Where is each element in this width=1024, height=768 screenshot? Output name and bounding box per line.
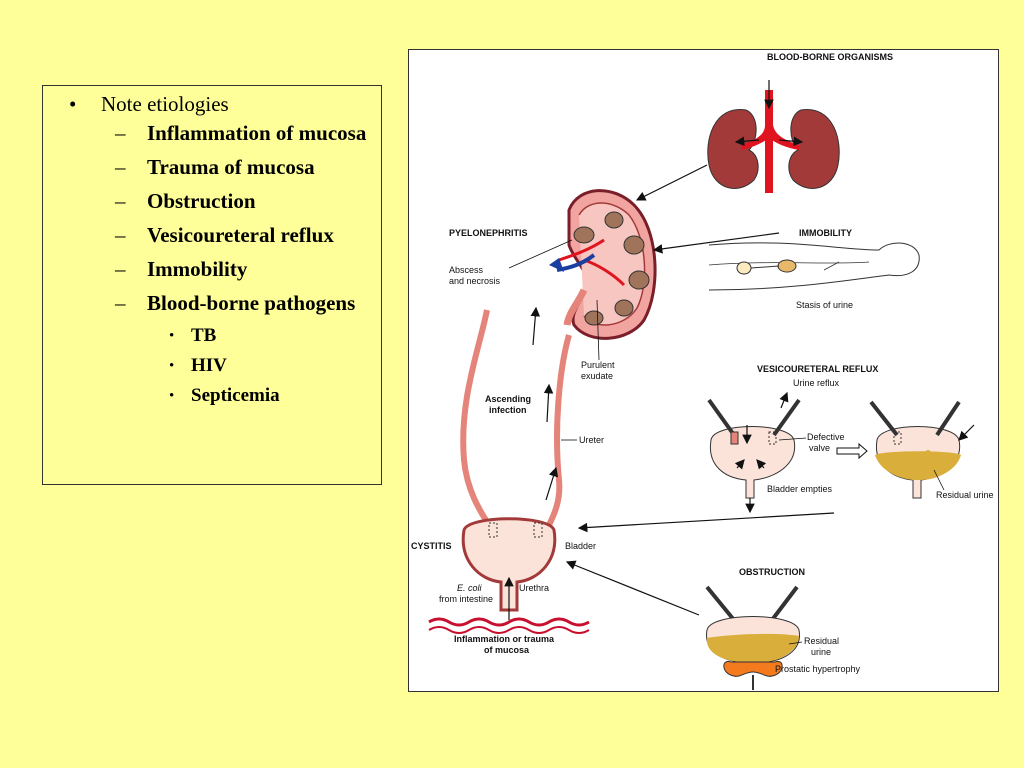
label-residual-urine: Residual urine <box>936 490 994 500</box>
reflux-arrow <box>836 442 868 460</box>
label-cystitis: CYSTITIS <box>411 541 452 551</box>
label-purulent-1: Purulent <box>581 360 615 370</box>
label-inflammation-1: Inflammation or trauma <box>454 634 555 644</box>
uti-diagram-panel: BLOOD-BORNE ORGANISMS PYELONEPHRITIS Abs… <box>408 49 999 692</box>
label-bladder: Bladder <box>565 541 596 551</box>
label-defective-2: valve <box>809 443 830 453</box>
label-obstruction: OBSTRUCTION <box>739 567 805 577</box>
bullet-item-immobility: – Immobility <box>115 257 248 281</box>
label-urethra: Urethra <box>519 583 549 593</box>
bullet-item-trauma: – Trauma of mucosa <box>115 155 315 179</box>
bullet-item-bloodborne: – Blood-borne pathogens <box>115 291 356 315</box>
cystitis-bladder <box>428 517 590 634</box>
uti-diagram: BLOOD-BORNE ORGANISMS PYELONEPHRITIS Abs… <box>411 52 994 690</box>
label-residual-2: urine <box>811 647 831 657</box>
label-ascending-1: Ascending <box>485 394 531 404</box>
label-purulent-2: exudate <box>581 371 613 381</box>
label-ecoli-1: E. coli <box>457 583 483 593</box>
bullet-subitem-hiv: • HIV <box>169 355 227 376</box>
label-abscess-1: Abscess <box>449 265 484 275</box>
reflux-bladder-left <box>707 391 801 514</box>
reflux-bladder-right <box>869 400 975 499</box>
label-prostatic: Prostatic hypertrophy <box>775 664 861 674</box>
label-ascending-2: infection <box>489 405 527 415</box>
label-abscess-2: and necrosis <box>449 276 501 286</box>
blood-borne-kidneys <box>707 80 840 193</box>
bullet-heading: • Note etiologies <box>69 92 229 116</box>
label-stasis: Stasis of urine <box>796 300 853 310</box>
bullet-item-obstruction: – Obstruction <box>115 189 256 213</box>
label-urine-reflux: Urine reflux <box>793 378 840 388</box>
bullet-item-inflammation: – Inflammation of mucosa <box>115 121 367 145</box>
label-blood-borne: BLOOD-BORNE ORGANISMS <box>767 52 893 62</box>
obstruction-bladder <box>705 585 800 690</box>
label-immobility: IMMOBILITY <box>799 228 852 238</box>
label-inflammation-2: of mucosa <box>484 645 530 655</box>
label-ecoli-2: from intestine <box>439 594 493 604</box>
ureter <box>460 309 572 530</box>
label-ureter: Ureter <box>579 435 604 445</box>
label-bladder-empties: Bladder empties <box>767 484 833 494</box>
etiologies-textbox: • Note etiologies – Inflammation of muco… <box>42 85 382 485</box>
label-defective-1: Defective <box>807 432 845 442</box>
label-vesico: VESICOURETERAL REFLUX <box>757 364 878 374</box>
label-pyelonephritis: PYELONEPHRITIS <box>449 228 528 238</box>
bullet-subitem-tb: • TB <box>169 325 217 346</box>
label-residual-1: Residual <box>804 636 839 646</box>
pyelonephritis-kidney <box>549 189 657 340</box>
immobility-figure <box>708 242 920 291</box>
bullet-item-reflux: – Vesicoureteral reflux <box>115 223 334 247</box>
bullet-subitem-septicemia: • Septicemia <box>169 385 280 406</box>
